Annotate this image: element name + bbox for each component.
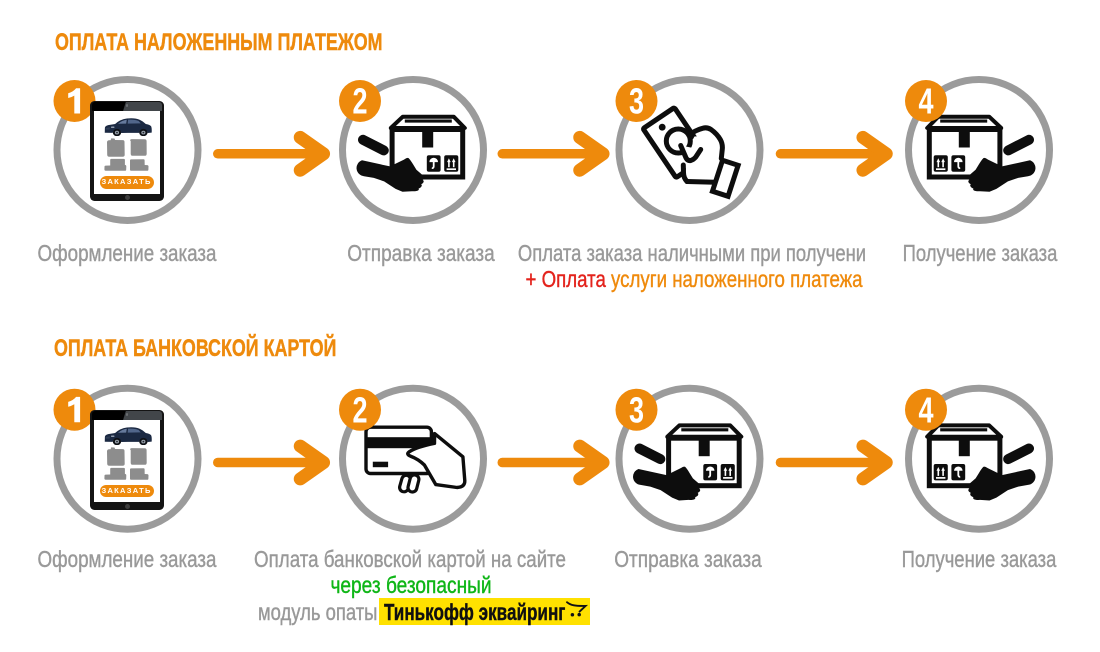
svg-text:3: 3: [629, 81, 644, 122]
svg-text:2: 2: [352, 81, 367, 122]
svg-text:4: 4: [918, 390, 933, 431]
svg-text:4: 4: [918, 81, 933, 122]
svg-text:2: 2: [352, 390, 367, 431]
svg-text:3: 3: [629, 390, 644, 431]
